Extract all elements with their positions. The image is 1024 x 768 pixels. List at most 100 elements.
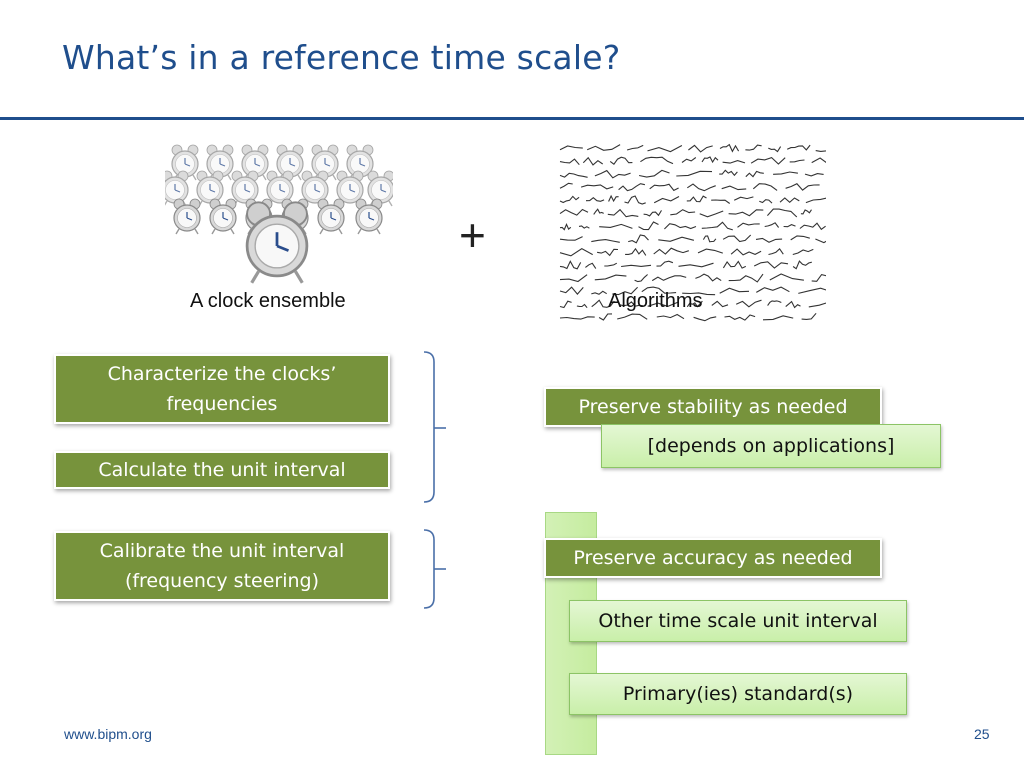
preserve-accuracy-box: Preserve accuracy as needed xyxy=(544,538,882,578)
formula-stroke xyxy=(641,286,677,294)
formula-stroke xyxy=(594,169,631,179)
formula-stroke xyxy=(792,260,812,270)
formula-stroke xyxy=(773,171,798,175)
formula-stroke xyxy=(735,299,762,308)
formula-stroke xyxy=(591,299,615,308)
formula-stroke xyxy=(559,223,572,231)
formula-stroke xyxy=(559,208,589,216)
formula-stroke xyxy=(701,221,733,231)
formula-stroke xyxy=(653,247,689,255)
formula-stroke xyxy=(756,286,790,293)
formula-stroke xyxy=(800,209,812,215)
calibrate-line-1: Calibrate the unit interval xyxy=(99,540,345,562)
formula-stroke xyxy=(766,208,798,218)
clock-ensemble-image xyxy=(165,144,393,285)
formula-stroke xyxy=(617,313,648,320)
clock-ensemble-caption: A clock ensemble xyxy=(190,290,346,312)
formula-stroke xyxy=(702,235,717,243)
formula-stroke xyxy=(638,221,659,231)
formula-stroke xyxy=(559,195,580,204)
depends-on-applications-box: [depends on applications] xyxy=(601,424,941,468)
formula-stroke xyxy=(688,144,713,153)
formula-stroke xyxy=(608,194,619,203)
formula-stroke xyxy=(790,235,810,241)
formula-stroke xyxy=(578,225,590,229)
formula-stroke xyxy=(785,183,820,191)
formula-stroke xyxy=(798,287,826,294)
calibrate-line-2: (frequency steering) xyxy=(124,570,320,592)
preserve-stability-box: Preserve stability as needed xyxy=(544,387,882,427)
other-time-scale-label: Other time scale unit interval xyxy=(598,610,878,632)
formula-stroke xyxy=(767,300,782,306)
formula-stroke xyxy=(624,195,646,205)
formula-stroke xyxy=(647,145,683,153)
formula-stroke xyxy=(576,303,588,309)
plus-sign: + xyxy=(459,209,486,261)
formula-stroke xyxy=(728,209,764,217)
formula-stroke xyxy=(628,234,649,244)
formula-stroke xyxy=(750,156,786,165)
formula-stroke xyxy=(625,247,647,256)
formula-stroke xyxy=(618,183,646,192)
formula-stroke xyxy=(607,208,639,218)
other-time-scale-box: Other time scale unit interval xyxy=(569,600,907,642)
formula-stroke xyxy=(559,236,583,241)
formula-stroke xyxy=(786,144,811,151)
formula-stroke xyxy=(792,248,814,256)
primary-standards-box: Primary(ies) standard(s) xyxy=(569,673,907,715)
algorithms-image xyxy=(556,138,826,330)
formula-stroke xyxy=(722,160,746,164)
formula-stroke xyxy=(719,287,750,294)
characterize-frequencies-box: Characterize the clocks’ frequencies xyxy=(54,354,390,424)
depends-label: [depends on applications] xyxy=(647,435,895,457)
formula-stroke xyxy=(799,222,826,231)
formula-stroke xyxy=(559,260,582,270)
formula-stroke xyxy=(559,274,588,283)
formula-stroke xyxy=(693,316,717,322)
footer-url: www.bipm.org xyxy=(64,726,152,742)
formula-stroke xyxy=(745,144,762,151)
formula-stroke xyxy=(599,223,633,229)
formula-stroke xyxy=(815,238,826,244)
formula-stroke xyxy=(811,273,826,282)
formula-stroke xyxy=(695,273,722,282)
calibrate-unit-interval-box: Calibrate the unit interval (frequency s… xyxy=(54,531,390,601)
formula-stroke xyxy=(580,184,614,190)
formula-stroke xyxy=(656,260,674,267)
formula-stroke xyxy=(815,150,826,152)
formula-stroke xyxy=(701,156,719,164)
formula-stroke xyxy=(711,300,729,308)
formula-stroke xyxy=(811,157,826,164)
formula-stroke xyxy=(619,301,644,307)
formula-stroke xyxy=(759,199,773,204)
calculate-label: Calculate the unit interval xyxy=(98,459,346,481)
formula-stroke xyxy=(730,248,762,256)
formula-stroke xyxy=(612,286,638,296)
formula-stroke xyxy=(621,264,652,268)
formula-stroke xyxy=(722,260,747,269)
stability-label: Preserve stability as needed xyxy=(578,396,848,418)
formula-stroke xyxy=(656,313,685,320)
formula-stroke xyxy=(604,262,618,267)
formula-stroke xyxy=(805,197,826,204)
formula-stroke xyxy=(724,314,756,321)
formula-stroke xyxy=(593,208,604,215)
formula-stroke xyxy=(559,172,588,178)
formula-stroke xyxy=(687,183,716,192)
page-number: 25 xyxy=(974,726,990,742)
formula-stroke xyxy=(681,157,697,163)
slide-title: What’s in a reference time scale? xyxy=(62,38,621,77)
formula-stroke xyxy=(682,292,716,296)
formula-stroke xyxy=(591,239,620,243)
primary-standards-label: Primary(ies) standard(s) xyxy=(622,683,854,705)
characterize-line-2: frequencies xyxy=(166,393,278,415)
bracket-upper xyxy=(423,351,435,503)
accuracy-label: Preserve accuracy as needed xyxy=(573,547,853,569)
formula-stroke xyxy=(594,274,627,281)
formula-stroke xyxy=(721,185,747,191)
formula-stroke xyxy=(719,143,740,153)
characterize-line-1: Characterize the clocks’ xyxy=(107,363,337,385)
formula-stroke xyxy=(559,286,584,295)
title-divider xyxy=(0,117,1024,120)
formula-stroke xyxy=(559,248,593,257)
